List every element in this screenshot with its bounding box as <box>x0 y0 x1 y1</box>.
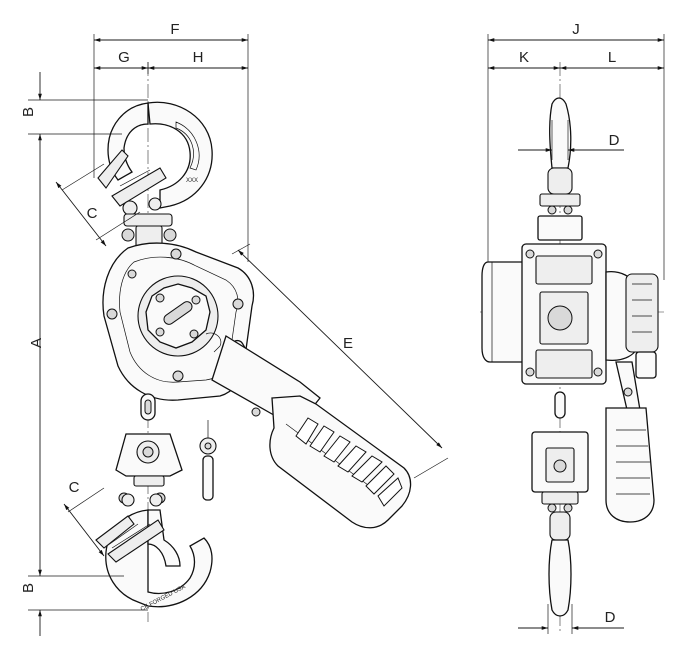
side-chain <box>554 391 566 419</box>
side-view: J K L D D <box>480 21 665 634</box>
dim-label-C-top: C <box>87 205 98 222</box>
dim-label-C-bottom: C <box>69 479 80 496</box>
dim-label-E: E <box>343 335 353 352</box>
dim-label-F: F <box>170 21 179 38</box>
dim-label-B-top: B <box>20 107 37 117</box>
top-hook-mark: XXX <box>186 178 198 184</box>
front-view: XXX <box>20 21 449 636</box>
side-top-hook <box>537 97 583 241</box>
lever-handle <box>211 335 412 529</box>
side-bottom-hook <box>548 511 572 617</box>
side-lower-block <box>531 431 589 513</box>
lower-block <box>115 433 183 504</box>
dim-label-K: K <box>519 49 529 66</box>
side-lever-handle <box>605 361 655 523</box>
side-pin <box>199 420 217 501</box>
hoist-body <box>102 242 255 401</box>
dim-label-A: A <box>28 338 45 348</box>
bottom-hook: CE FORGED USA <box>95 493 213 613</box>
dim-label-B-bottom: B <box>20 583 37 593</box>
dim-label-D-top: D <box>609 132 620 149</box>
top-hook: XXX <box>97 101 213 249</box>
side-body <box>481 243 659 385</box>
dim-label-D-bottom: D <box>605 609 616 626</box>
dim-label-J: J <box>572 21 580 38</box>
dim-label-H: H <box>193 49 204 66</box>
dim-label-G: G <box>118 49 130 66</box>
dim-label-L: L <box>608 49 616 66</box>
load-chain <box>140 393 156 421</box>
